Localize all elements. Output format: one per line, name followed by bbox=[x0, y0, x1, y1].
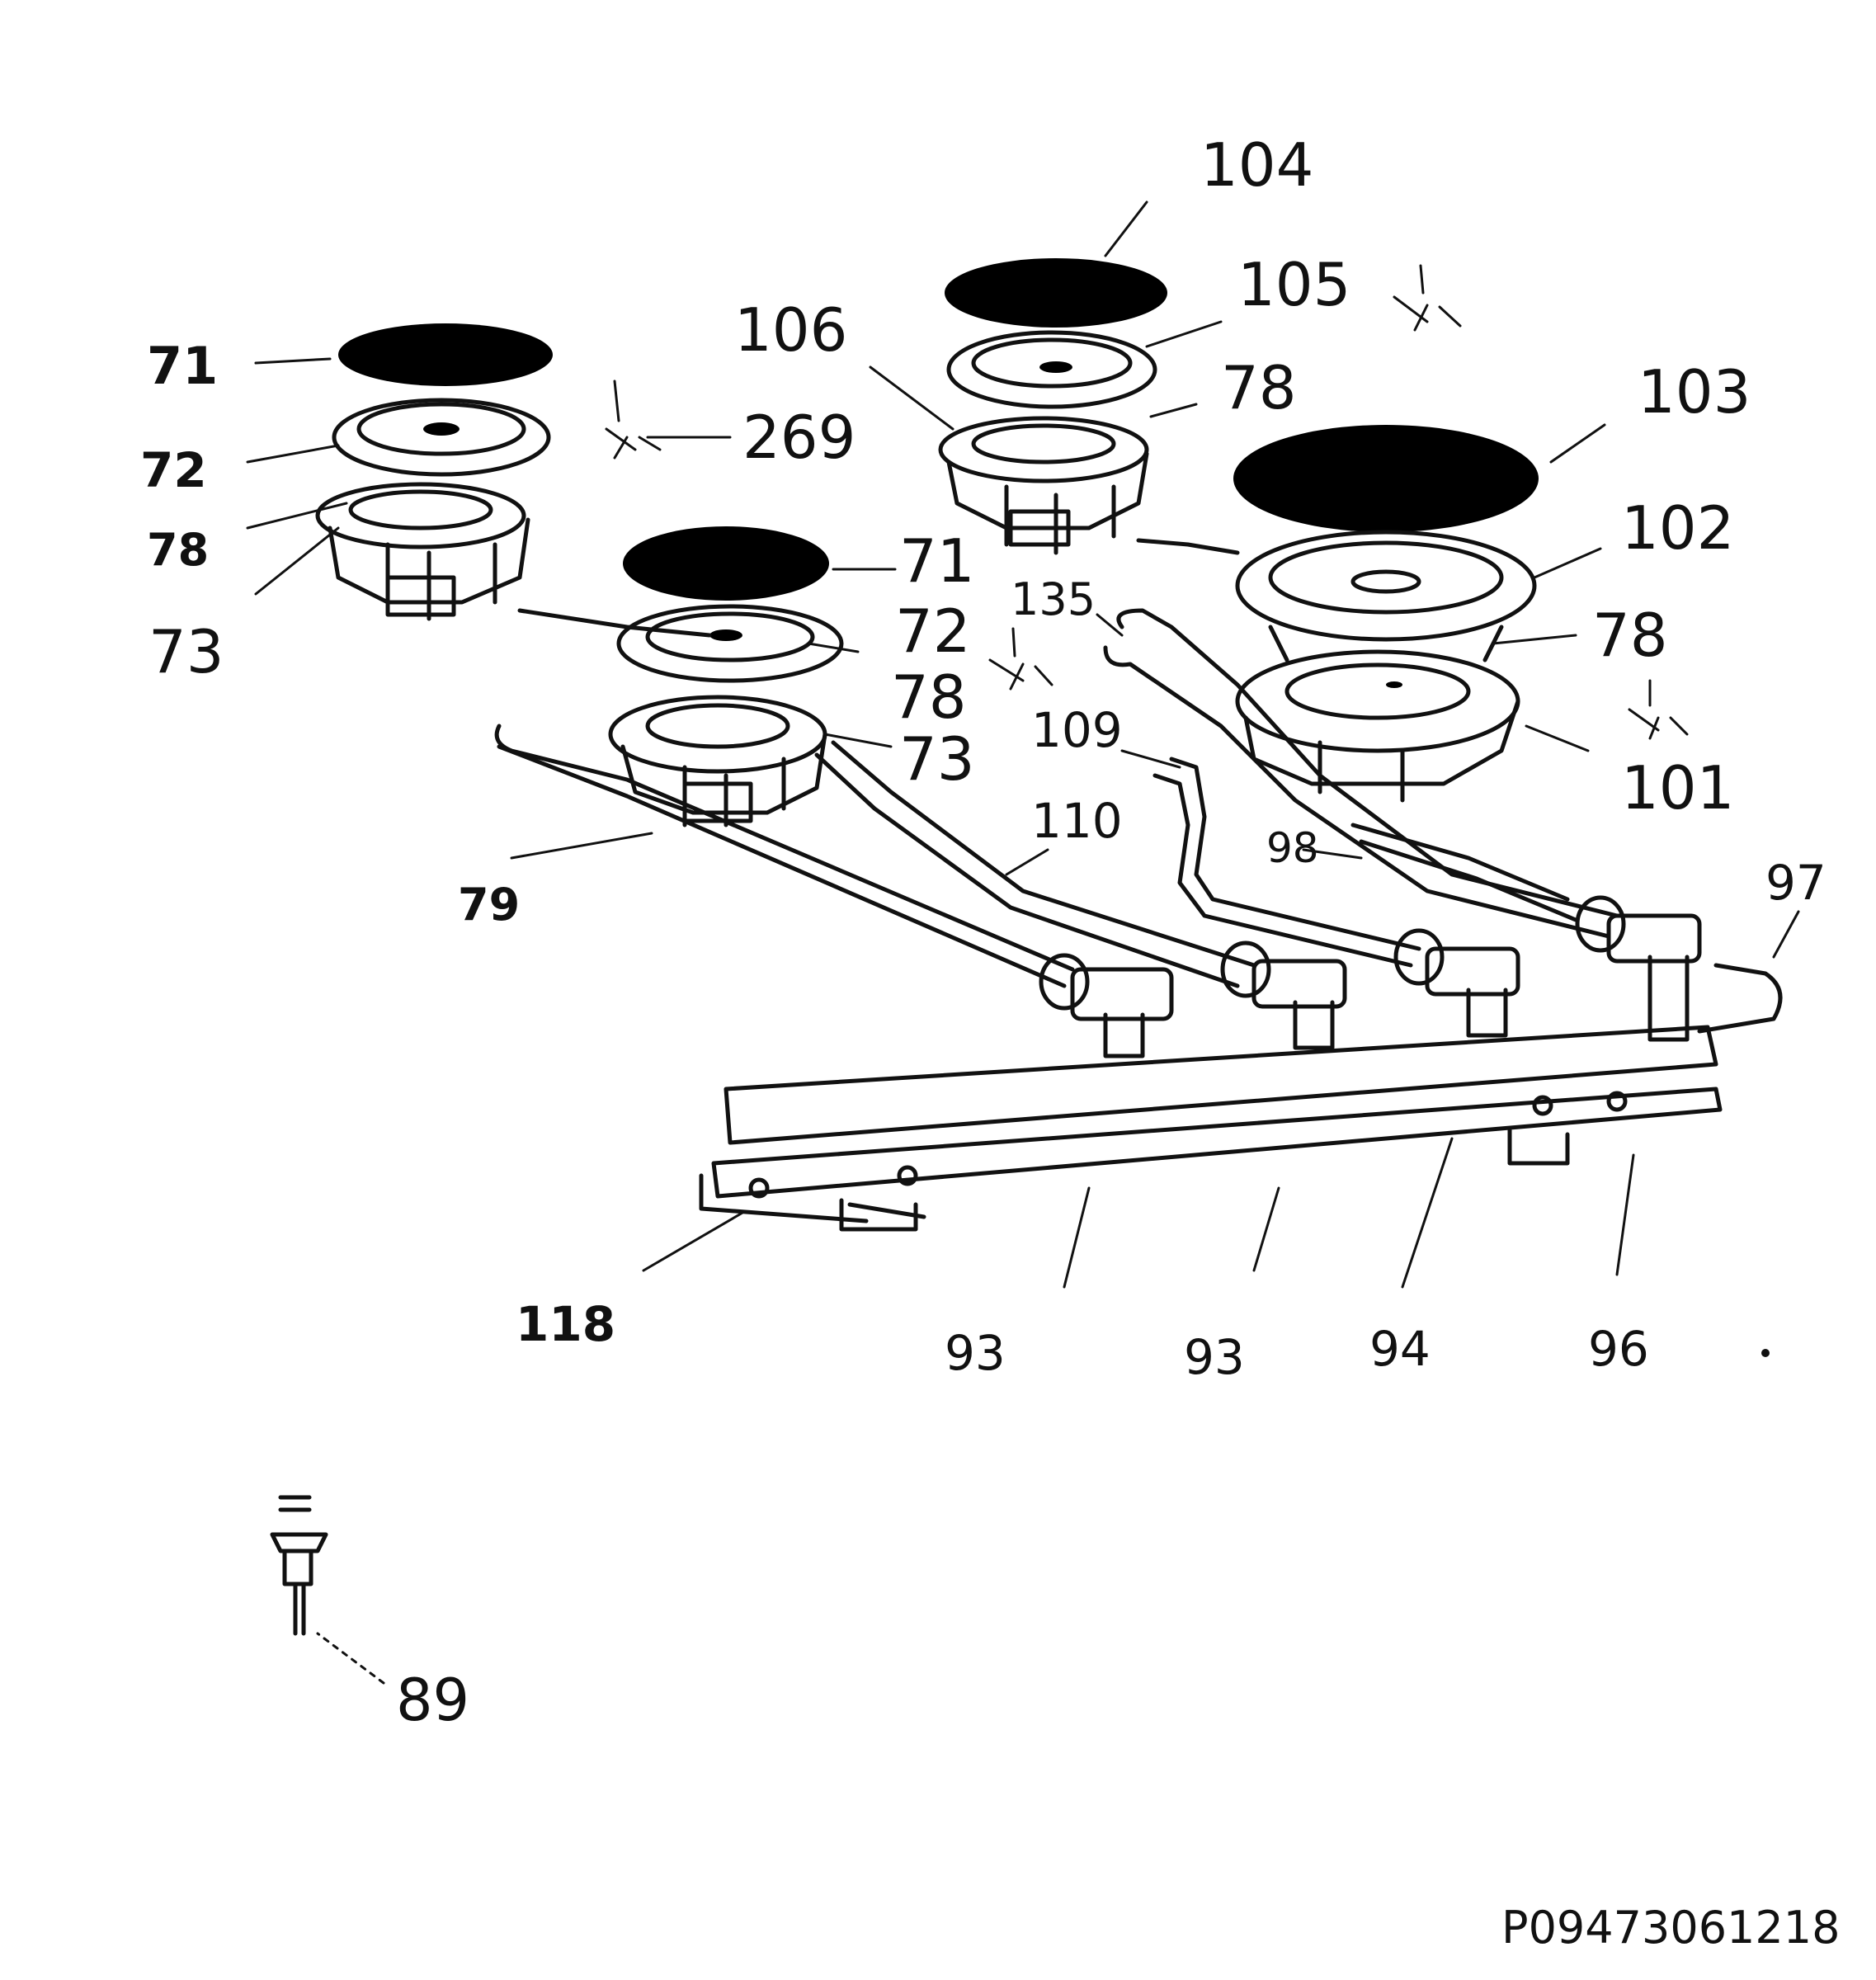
label-78: 78 bbox=[1221, 353, 1297, 422]
burner-cap bbox=[623, 526, 829, 601]
leader-lines bbox=[246, 200, 1800, 1685]
label-89: 89 bbox=[396, 1666, 469, 1734]
burner-ring bbox=[315, 482, 526, 549]
flame-spreader-large bbox=[1235, 530, 1537, 642]
part-labels: 104 105 71 106 78 103 72 269 78 73 71 10… bbox=[140, 130, 1827, 1734]
clip-part-icons bbox=[605, 264, 1689, 740]
tap-4 bbox=[1575, 895, 1702, 1042]
label-97: 97 bbox=[1765, 855, 1827, 911]
label-101: 101 bbox=[1621, 753, 1734, 823]
label-78: 78 bbox=[891, 662, 967, 732]
label-72: 72 bbox=[895, 596, 971, 666]
label-79: 79 bbox=[458, 879, 520, 931]
label-118: 118 bbox=[516, 1296, 615, 1352]
diagram-code: P09473061218 bbox=[1501, 1902, 1840, 1954]
flame-spreader bbox=[616, 604, 844, 683]
label-109: 109 bbox=[1031, 702, 1123, 758]
label-94: 94 bbox=[1369, 1321, 1431, 1377]
label-93: 93 bbox=[945, 1325, 1006, 1381]
burner-wok-right bbox=[1233, 425, 1539, 803]
burner-ring bbox=[608, 695, 827, 774]
burner-ring bbox=[938, 416, 1149, 483]
label-105: 105 bbox=[1237, 250, 1350, 319]
label-72: 72 bbox=[140, 442, 207, 498]
burner-middle bbox=[608, 526, 844, 827]
label-73: 73 bbox=[148, 617, 224, 686]
tap-2 bbox=[1220, 940, 1347, 1050]
label-103: 103 bbox=[1638, 357, 1751, 427]
label-135: 135 bbox=[1011, 573, 1096, 625]
label-73: 73 bbox=[899, 724, 975, 794]
label-96: 96 bbox=[1588, 1321, 1649, 1377]
label-93: 93 bbox=[1184, 1329, 1245, 1385]
label-78: 78 bbox=[147, 524, 209, 576]
tap-1 bbox=[1039, 953, 1174, 1058]
label-78: 78 bbox=[1592, 601, 1668, 670]
screw-part bbox=[270, 1495, 328, 1636]
tap-3 bbox=[1393, 928, 1520, 1038]
burner-top-left bbox=[315, 323, 553, 621]
label-106: 106 bbox=[734, 295, 847, 365]
label-102: 102 bbox=[1621, 493, 1734, 563]
label-269: 269 bbox=[742, 403, 856, 472]
burner-cap bbox=[338, 323, 553, 386]
flame-spreader bbox=[946, 330, 1157, 409]
burner-top-middle bbox=[938, 258, 1167, 555]
gas-manifold bbox=[699, 1025, 1723, 1232]
label-110: 110 bbox=[1031, 793, 1123, 849]
label-98: 98 bbox=[1266, 824, 1319, 872]
label-71: 71 bbox=[147, 336, 218, 396]
gas-taps bbox=[1039, 895, 1702, 1058]
gas-pipes bbox=[494, 538, 1783, 1034]
burner-cap-large bbox=[1233, 425, 1539, 532]
label-71: 71 bbox=[899, 526, 975, 596]
burner-cap bbox=[945, 258, 1167, 328]
flame-spreader bbox=[332, 398, 551, 477]
label-104: 104 bbox=[1200, 130, 1313, 200]
